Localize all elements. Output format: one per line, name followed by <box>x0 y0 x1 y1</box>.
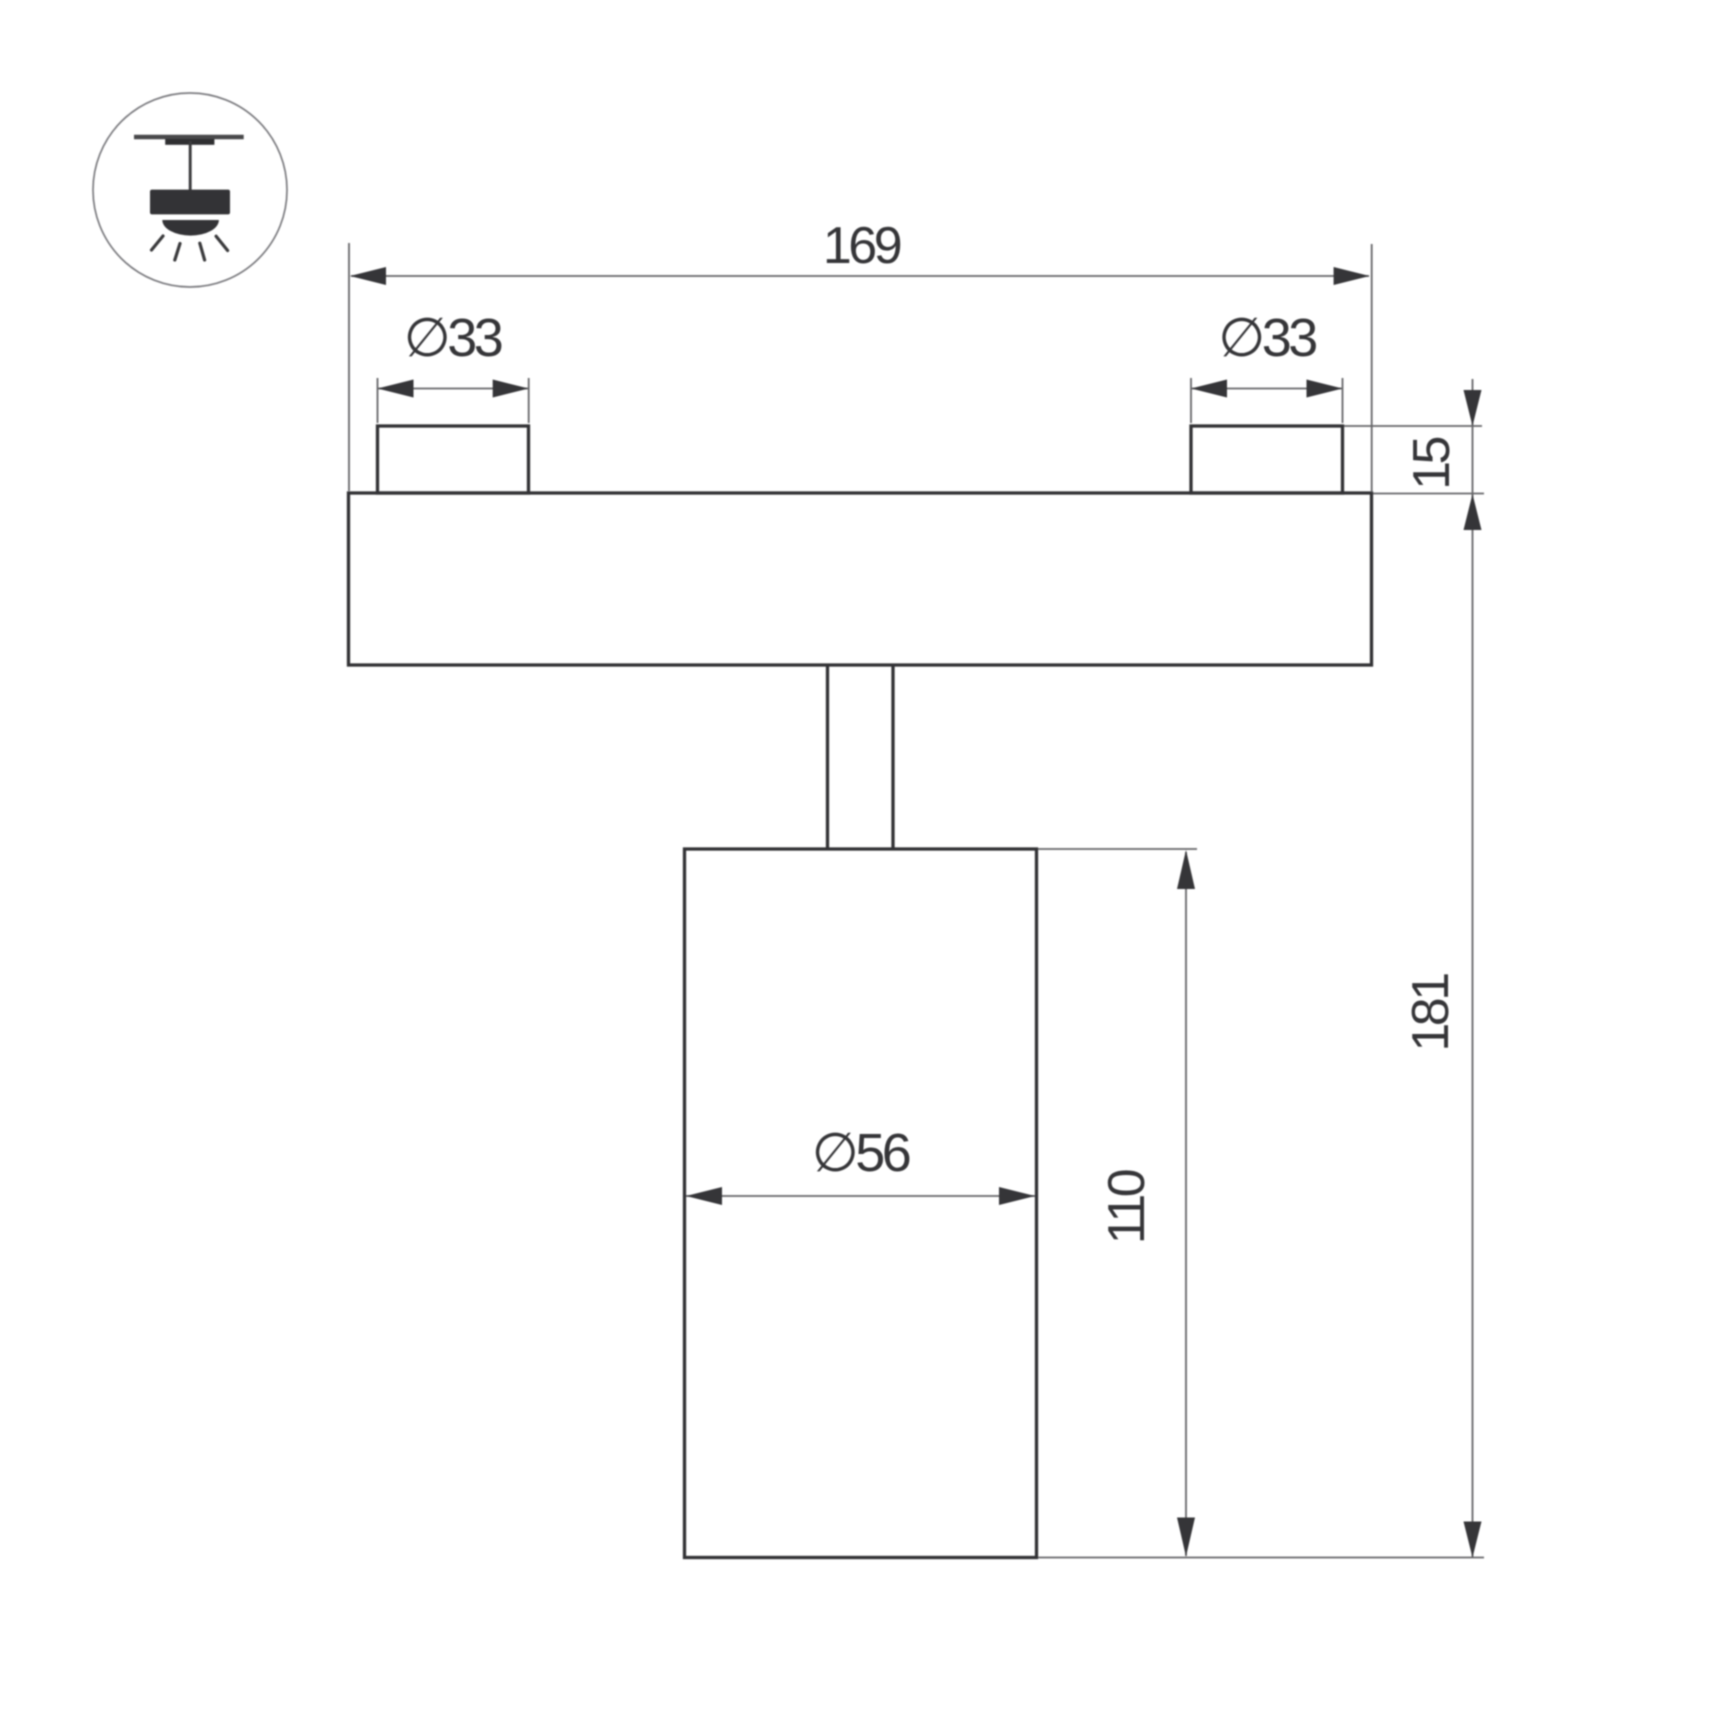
svg-text:181: 181 <box>1402 974 1460 1052</box>
svg-text:110: 110 <box>1098 1170 1156 1244</box>
svg-text:15: 15 <box>1403 438 1461 490</box>
svg-text:∅33: ∅33 <box>404 308 502 368</box>
svg-text:169: 169 <box>823 217 901 275</box>
svg-text:∅56: ∅56 <box>812 1123 910 1183</box>
svg-text:∅33: ∅33 <box>1218 308 1316 368</box>
